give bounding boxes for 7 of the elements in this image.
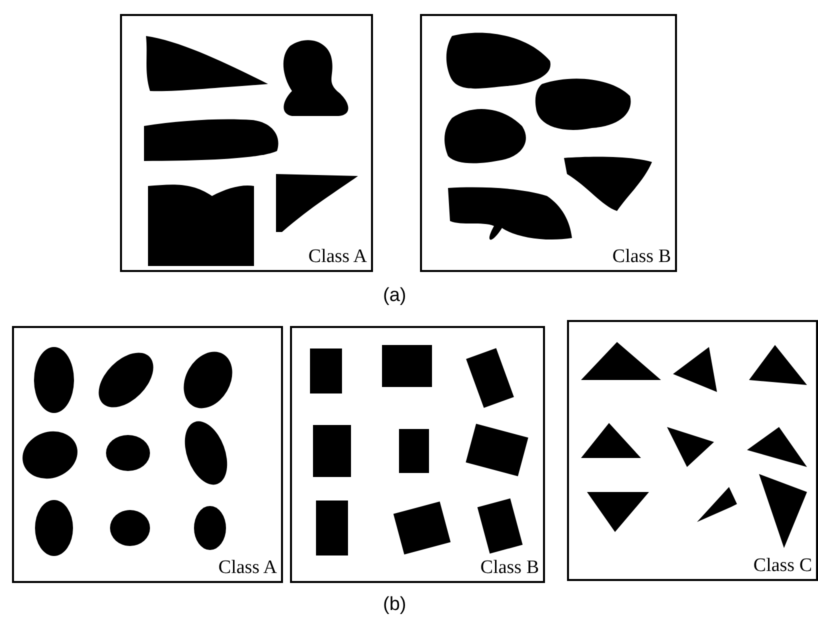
- subfigure-label: (a): [383, 285, 406, 307]
- panel-box: [290, 326, 545, 583]
- panel-box: [567, 320, 818, 581]
- panel-box: [12, 326, 283, 583]
- subfigure-label: (b): [383, 594, 406, 616]
- panel-box: [120, 14, 373, 272]
- panel-box: [420, 14, 677, 272]
